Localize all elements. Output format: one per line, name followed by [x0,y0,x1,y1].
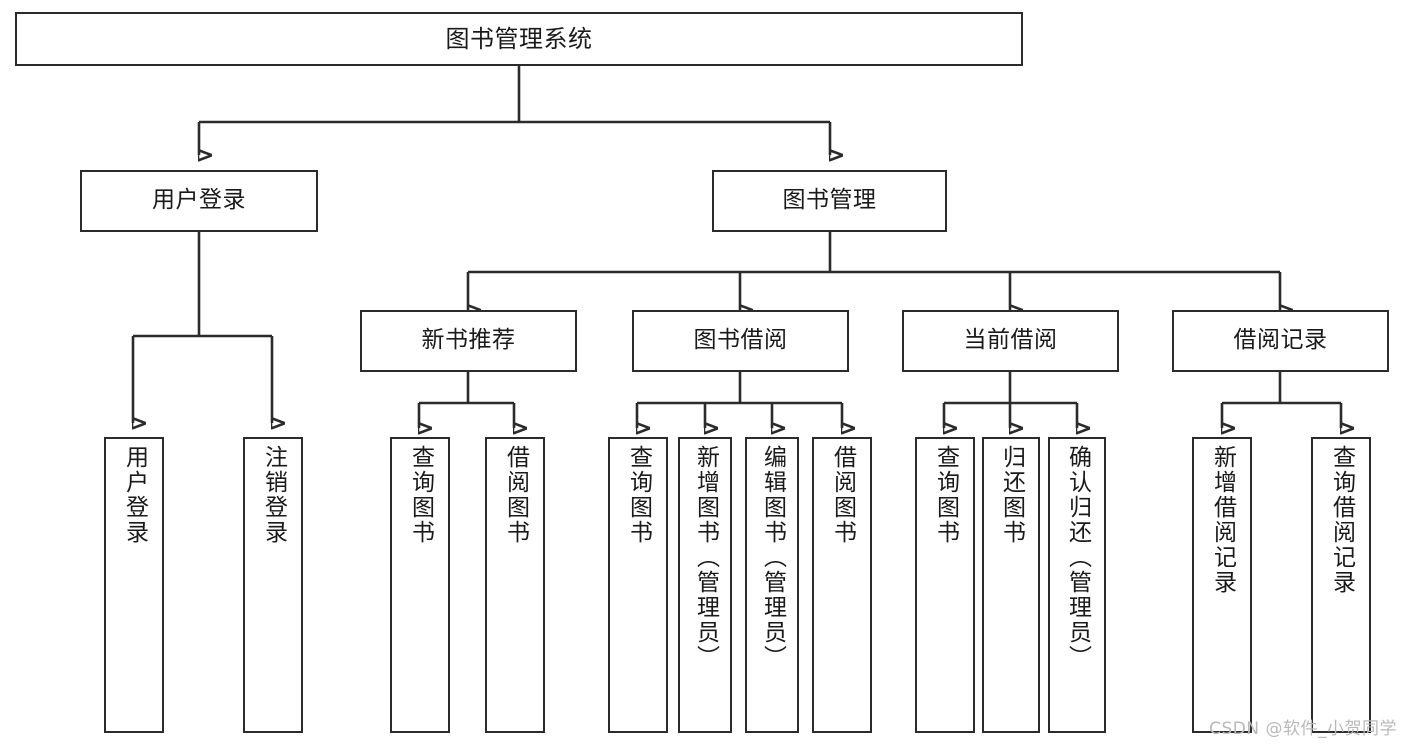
watermark-text: CSDN @软件_小贺同学 [1209,719,1397,739]
node-label: 用户登录 [152,187,246,214]
node-label: 归还图书 [998,445,1025,545]
node-label: 借阅记录 [1233,327,1328,354]
node-new-book-recommend[interactable]: 新书推荐 [360,310,577,372]
node-book-borrow[interactable]: 图书借阅 [632,310,849,372]
leaf-add-borrow-record[interactable]: 新增借阅记录 [1192,437,1252,733]
leaf-logout[interactable]: 注销登录 [243,437,303,733]
node-label: 查询图书 [932,445,959,545]
leaf-query-book-borrow[interactable]: 查询图书 [608,437,668,733]
leaf-user-login[interactable]: 用户登录 [104,437,164,733]
node-label: 图书管理系统 [445,24,593,53]
node-label: 查询图书 [407,445,434,545]
leaf-confirm-return[interactable]: 确认归还（管理员） [1048,437,1106,733]
node-root-system[interactable]: 图书管理系统 [15,12,1023,66]
leaf-return-book[interactable]: 归还图书 [982,437,1040,733]
node-book-management[interactable]: 图书管理 [712,170,947,232]
leaf-edit-book[interactable]: 编辑图书（管理员） [745,437,799,733]
node-user-login[interactable]: 用户登录 [80,170,318,232]
node-label: 查询借阅记录 [1328,445,1355,595]
leaf-borrow-book-borrow[interactable]: 借阅图书 [812,437,872,733]
leaf-borrow-book-recommend[interactable]: 借阅图书 [485,437,545,733]
node-label: 图书管理 [782,187,877,214]
node-label: 注销登录 [260,445,287,545]
node-label: 当前借阅 [963,327,1058,354]
leaf-query-borrow-record[interactable]: 查询借阅记录 [1311,437,1371,733]
node-label: 新书推荐 [421,327,516,354]
node-label: 查询图书 [625,445,652,545]
node-borrow-record[interactable]: 借阅记录 [1172,310,1389,372]
node-label: 图书借阅 [693,327,788,354]
node-label: 新增图书（管理员） [692,445,719,670]
node-label: 用户登录 [121,445,148,545]
node-label: 借阅图书 [502,445,529,545]
node-label: 新增借阅记录 [1209,445,1236,595]
node-label: 编辑图书（管理员） [759,445,786,670]
node-label: 借阅图书 [829,445,856,545]
leaf-query-book-current[interactable]: 查询图书 [915,437,975,733]
node-current-borrow[interactable]: 当前借阅 [902,310,1119,372]
leaf-add-book[interactable]: 新增图书（管理员） [678,437,732,733]
node-label: 确认归还（管理员） [1064,445,1091,670]
leaf-query-book-recommend[interactable]: 查询图书 [390,437,450,733]
